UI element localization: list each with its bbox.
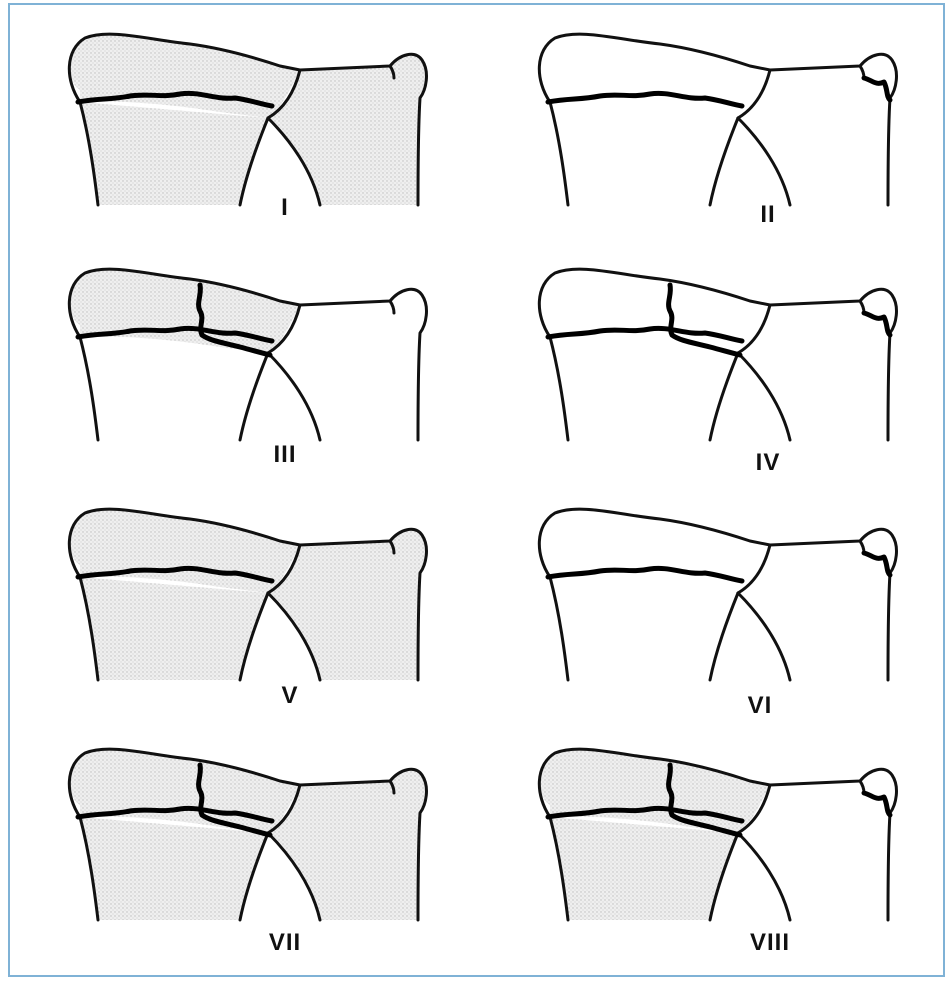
panel-i (69, 34, 426, 205)
radius-shaft-left (80, 337, 98, 440)
ulna-outline (770, 289, 896, 440)
ulnar-styloid-fracture (864, 553, 890, 575)
radius-shaft-left (550, 337, 568, 440)
transverse-fracture-line (548, 568, 742, 581)
panel-label-i: I (281, 194, 289, 221)
transverse-fracture-line (548, 93, 742, 106)
ulna-outline (770, 769, 896, 920)
panel-label-vi: VI (748, 692, 773, 719)
ulnar-styloid-base (390, 301, 394, 313)
radioulnar-joint (738, 70, 770, 118)
ulna-shaft-left (738, 118, 790, 205)
transverse-fracture-line (548, 328, 742, 341)
radius-shaft-right (240, 353, 268, 440)
panel-v (69, 509, 426, 680)
ulna-shaft-left (738, 353, 790, 440)
radius-shaft-shading (80, 102, 268, 205)
panel-viii (539, 749, 896, 920)
ulna-shaft-left (268, 353, 320, 440)
radius-shaft-left (550, 577, 568, 680)
ulnar-styloid-fracture (864, 313, 890, 335)
panel-label-ii: II (760, 201, 775, 228)
panel-iv (539, 269, 896, 440)
panel-label-viii: VIII (750, 929, 790, 956)
ulna-outline (770, 529, 896, 680)
ulna-outline (770, 54, 896, 205)
panel-ii (539, 34, 896, 205)
panel-vii (69, 749, 426, 920)
ulnar-styloid-fracture (864, 793, 890, 815)
radioulnar-joint (738, 305, 770, 353)
panel-vi (539, 509, 896, 680)
panel-iii (69, 269, 426, 440)
radius-shaft-right (710, 593, 738, 680)
panel-label-v: V (281, 682, 298, 709)
radius-shaft-shading (80, 817, 268, 920)
panel-label-vii: VII (269, 929, 301, 956)
ulna-outline (300, 289, 426, 440)
panel-label-iii: III (273, 441, 296, 468)
radius-shaft-shading (550, 817, 738, 920)
radius-shaft-right (710, 353, 738, 440)
ulnar-styloid-fracture (864, 78, 890, 100)
radius-shaft-left (550, 102, 568, 205)
panel-label-iv: IV (756, 449, 781, 476)
ulna-shaft-left (738, 833, 790, 920)
ulna-shaft-left (738, 593, 790, 680)
radius-shaft-shading (80, 577, 268, 680)
radioulnar-joint (738, 545, 770, 593)
radius-shaft-right (710, 118, 738, 205)
